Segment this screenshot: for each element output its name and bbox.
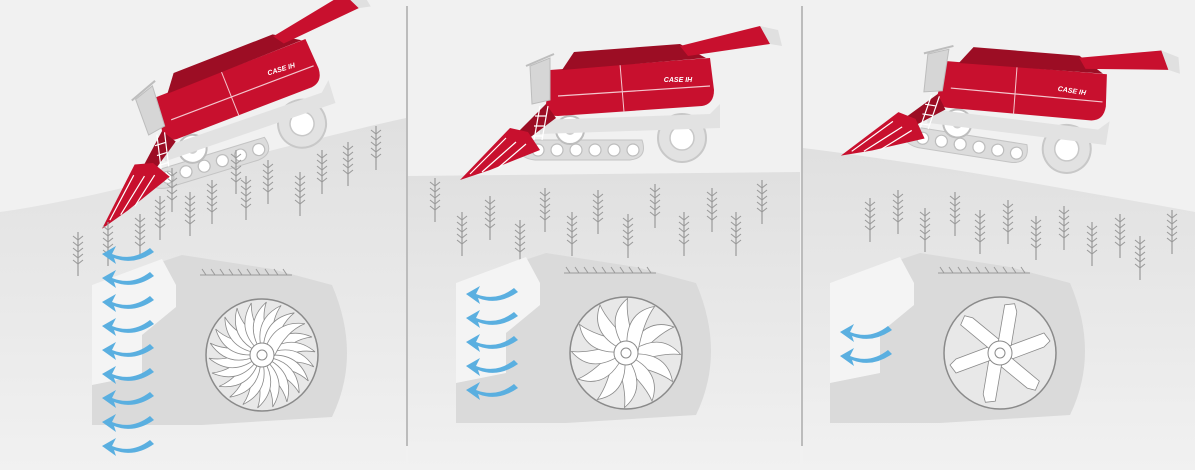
track-roller	[589, 144, 601, 156]
unloading-auger	[267, 0, 366, 46]
combine-harvester: CASE IH	[460, 26, 782, 180]
unloading-auger	[680, 26, 774, 56]
track-roller	[551, 144, 563, 156]
track-roller	[627, 144, 639, 156]
panel-level: CASE IH	[408, 26, 800, 470]
panel-uphill: CASE IH	[0, 0, 410, 470]
track-roller	[608, 144, 620, 156]
fan-axle	[257, 350, 267, 360]
cab	[530, 58, 550, 104]
rear-wheel-hub	[670, 126, 694, 150]
fan-axle	[621, 348, 631, 358]
fan-axle	[995, 348, 1005, 358]
track-roller	[570, 144, 582, 156]
brand-label: CASE IH	[664, 77, 693, 84]
panel-downhill: CASE IH	[803, 4, 1195, 470]
